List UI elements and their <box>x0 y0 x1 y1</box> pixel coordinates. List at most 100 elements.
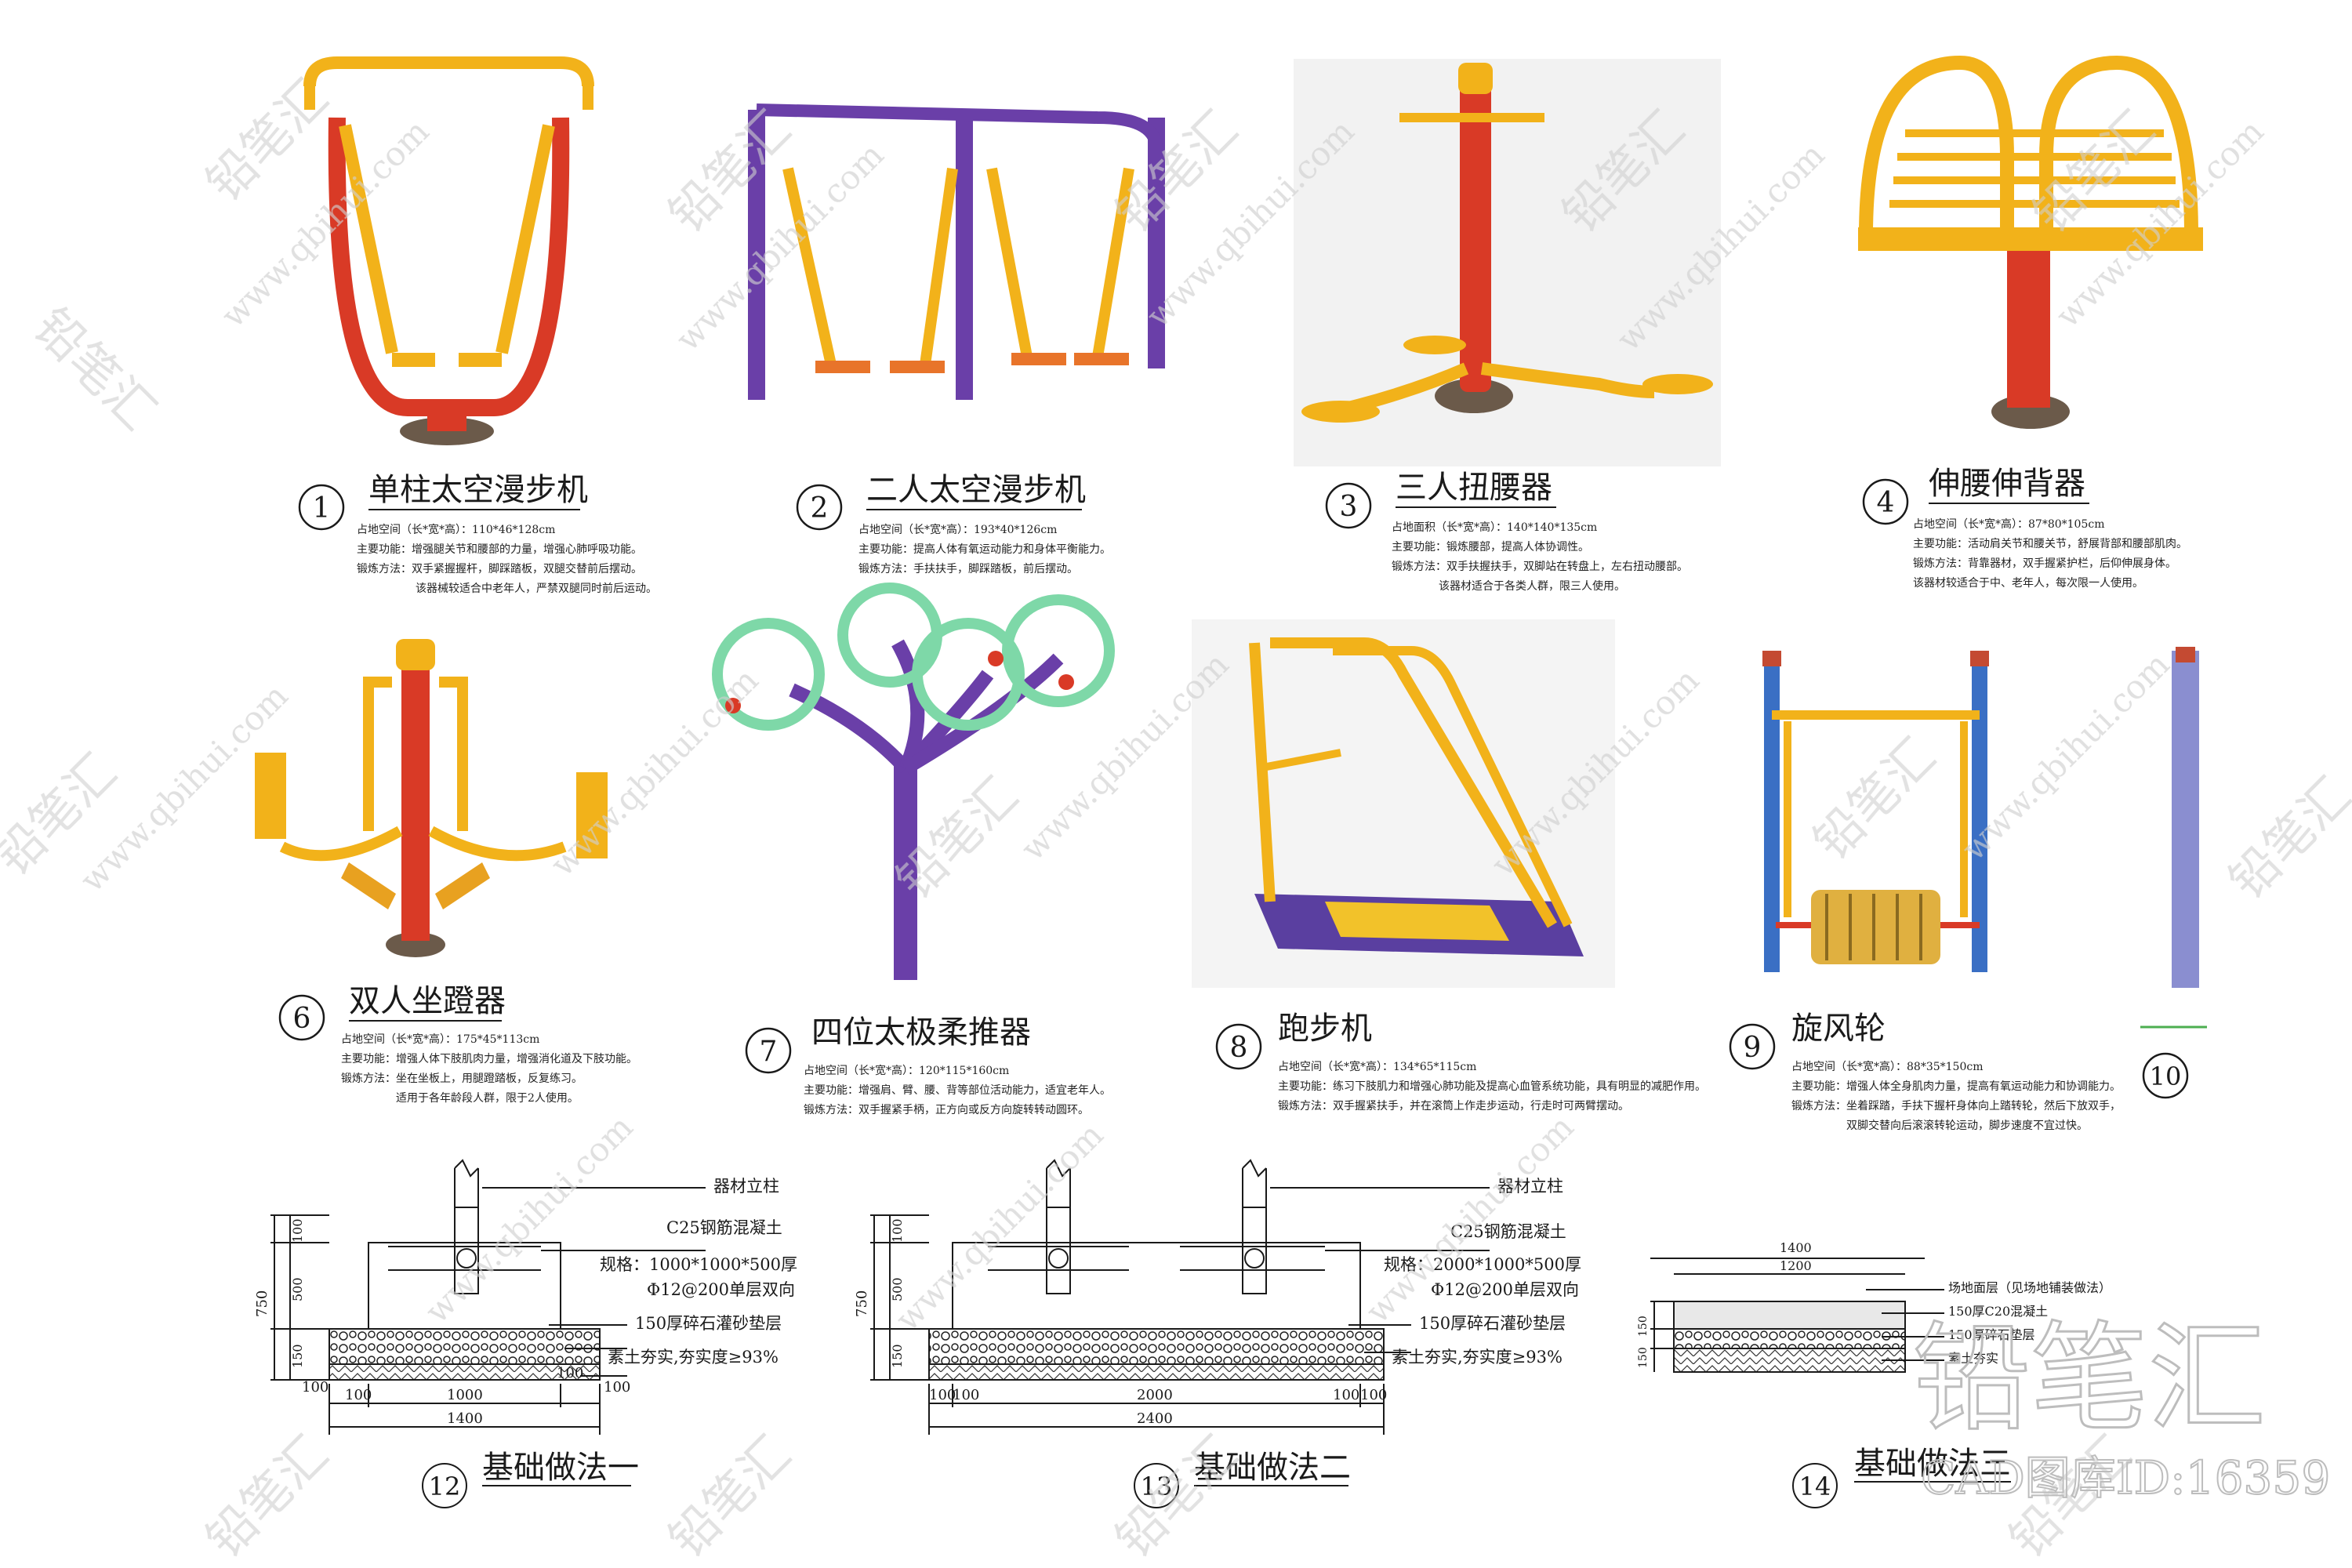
f1-dim-mid-height: 500 <box>290 1277 305 1301</box>
f2-dim-mid-width: 2000 <box>1137 1387 1173 1403</box>
caption-7-line-3: 锻炼方法：双手握紧手柄，正方向或反方向旋转转动圆环。 <box>804 1104 1089 1116</box>
f2-dim-mid-height: 500 <box>890 1277 905 1301</box>
f1-title: 基础做法一 <box>482 1450 639 1486</box>
caption-6-number: 6 <box>293 1003 311 1035</box>
f1-dim-side-far: 100 <box>604 1379 630 1396</box>
watermark-cad-id: CAD图库ID:16359 <box>1921 1451 2330 1504</box>
f1-label-gravel: 150厚碎石灌砂垫层 <box>635 1314 782 1333</box>
caption-9-line-2: 主要功能：增强人体全身肌肉力量，提高有氧运动能力和协调能力。 <box>1791 1080 2121 1093</box>
caption-4-title: 伸腰伸背器 <box>1929 466 2085 502</box>
f2-label-rebar: Φ12@200单层双向 <box>1431 1280 1579 1299</box>
f3-number: 14 <box>1799 1472 1831 1501</box>
f1-label-rebar: Φ12@200单层双向 <box>647 1280 795 1299</box>
caption-1: 1 单柱太空漫步机 占地空间（长*宽*高）：110*46*128cm 主要功能：… <box>298 472 657 595</box>
f3-dim-total-width: 1400 <box>1780 1240 1812 1255</box>
caption-6-line-3: 锻炼方法：坐在坐板上，用腿蹬踏板，反复练习。 <box>341 1072 583 1085</box>
caption-6-line-2: 主要功能：增强人体下肢肌肉力量，增强消化道及下肢功能。 <box>341 1053 637 1065</box>
watermark-corner: 铅笔汇 CAD图库ID:16359 <box>1912 1310 2332 1506</box>
f1-dim-total-width: 1400 <box>447 1410 483 1427</box>
f2-dim-side-inner: 100 <box>953 1387 979 1403</box>
watermark-url: www.qbihui.com <box>1483 661 1706 884</box>
f1-label-spec: 规格：1000*1000*500厚 <box>600 1255 797 1274</box>
caption-9: 9 旋风轮 占地空间（长*宽*高）：88*35*150cm 主要功能：增强人体全… <box>1729 1011 2121 1132</box>
caption-9-title: 旋风轮 <box>1791 1011 1886 1047</box>
caption-1-line-2: 主要功能：增强腿关节和腰部的力量，增强心肺呼吸功能。 <box>357 543 642 556</box>
f3-label-soil: 素土夯实 <box>1948 1351 1998 1366</box>
watermark-url: www.qbihui.com <box>887 1116 1110 1338</box>
f2-label-spec: 规格：2000*1000*500厚 <box>1384 1255 1581 1274</box>
watermark-url: www.qbihui.com <box>1013 645 1236 868</box>
equipment-3-illustration <box>1294 59 1721 466</box>
caption-2-line-2: 主要功能：提高人体有氧运动能力和身体平衡能力。 <box>858 543 1111 556</box>
caption-10: 10 <box>2142 1052 2189 1099</box>
foundation-3-section <box>1650 1258 1944 1373</box>
caption-1-line-4: 该器械较适合中老年人，严禁双腿同时前后运动。 <box>416 582 657 595</box>
watermark-brand: 铅笔汇 <box>885 766 1029 909</box>
f1-dim-total-height: 750 <box>254 1290 270 1317</box>
f3-title: 基础做法三 <box>1854 1446 2011 1482</box>
foundation-1-section <box>270 1159 706 1435</box>
equipment-8-illustration <box>1192 619 1615 988</box>
caption-8-line-3: 锻炼方法：双手握紧扶手，并在滚筒上作走步运动，行走时可两臂摆动。 <box>1278 1099 1629 1112</box>
caption-9-line-1: 占地空间（长*宽*高）：88*35*150cm <box>1791 1060 1983 1073</box>
caption-4: 4 伸腰伸背器 占地空间（长*宽*高）：87*80*105cm 主要功能：活动肩… <box>1862 466 2187 590</box>
f3-label-concrete: 150厚C20混凝土 <box>1948 1304 2048 1319</box>
f2-label-gravel: 150厚碎石灌砂垫层 <box>1419 1314 1566 1333</box>
caption-7-line-2: 主要功能：增强肩、臂、腰、背等部位活动能力，适宜老年人。 <box>804 1083 1111 1097</box>
watermark-brand: 铅笔汇 <box>658 1425 801 1568</box>
f2-dim-side-right: 100 <box>1333 1387 1359 1403</box>
f2-label-soil: 素土夯实,夯实度≥93% <box>1392 1348 1563 1367</box>
caption-6: 6 双人坐蹬器 占地空间（长*宽*高）：175*45*113cm 主要功能：增强… <box>278 983 637 1105</box>
foundation-2-caption: 13 基础做法二 <box>1134 1450 1351 1508</box>
caption-8-line-2: 主要功能：练习下肢肌力和增强心肺功能及提高心血管系统功能，具有明显的减肥作用。 <box>1278 1080 1706 1093</box>
caption-2: 2 二人太空漫步机 占地空间（长*宽*高）：193*40*126cm 主要功能：… <box>796 472 1111 575</box>
f2-label-concrete: C25钢筋混凝土 <box>1450 1222 1566 1241</box>
f2-dim-bottom-height: 150 <box>890 1344 905 1368</box>
f1-number: 12 <box>429 1472 461 1501</box>
caption-3-title: 三人扭腰器 <box>1396 470 1552 506</box>
caption-2-line-1: 占地空间（长*宽*高）：193*40*126cm <box>858 523 1057 536</box>
f3-dim-mid-width: 1200 <box>1780 1258 1812 1273</box>
caption-3: 3 三人扭腰器 占地面积（长*宽*高）：140*140*135cm 主要功能：锻… <box>1325 470 1688 593</box>
f2-dim-total-width: 2400 <box>1137 1410 1173 1427</box>
foundation-2-section <box>870 1159 1490 1435</box>
caption-4-line-3: 锻炼方法：背靠器材，双手握紧护栏，后仰伸展身体。 <box>1913 557 2176 570</box>
caption-6-line-4: 适用于各年龄段人群，限于2人使用。 <box>396 1091 579 1105</box>
f2-number: 13 <box>1141 1472 1173 1501</box>
caption-4-number: 4 <box>1877 487 1895 519</box>
caption-4-line-1: 占地空间（长*宽*高）：87*80*105cm <box>1913 517 2104 531</box>
f3-label-gravel: 150厚碎石垫层 <box>1948 1327 2035 1342</box>
caption-4-line-4: 该器材较适合于中、老年人，每次限一人使用。 <box>1913 576 2143 590</box>
f2-title: 基础做法二 <box>1194 1450 1351 1486</box>
f1-dim-side-left: 100 <box>302 1379 328 1396</box>
foundation-3-caption: 14 基础做法三 <box>1792 1446 2011 1508</box>
caption-8-line-1: 占地空间（长*宽*高）：134*65*115cm <box>1278 1060 1476 1073</box>
equipment-4-illustration <box>1858 55 2203 429</box>
caption-1-line-3: 锻炼方法：双手紧握握杆，脚踩踏板，双腿交替前后摆动。 <box>357 562 642 575</box>
caption-6-title: 双人坐蹬器 <box>349 983 506 1019</box>
foundation-3-labels: 1400 1200 150 150 场地面层（见场地铺装做法） 150厚C20混… <box>1637 1240 2111 1368</box>
caption-6-line-1: 占地空间（长*宽*高）：175*45*113cm <box>341 1033 539 1046</box>
caption-1-number: 1 <box>313 492 331 524</box>
caption-7-title: 四位太极柔推器 <box>811 1014 1031 1051</box>
f1-dim-top-height: 100 <box>290 1218 305 1243</box>
equipment-9-illustration <box>1762 651 1989 972</box>
caption-10-number: 10 <box>2150 1062 2182 1091</box>
caption-8: 8 跑步机 占地空间（长*宽*高）：134*65*115cm 主要功能：练习下肢… <box>1215 1011 1706 1112</box>
foundation-1-caption: 12 基础做法一 <box>422 1450 639 1508</box>
f2-dim-side-far: 100 <box>1360 1387 1387 1403</box>
f2-dim-side-left: 100 <box>929 1387 956 1403</box>
watermark-url: www.qbihui.com <box>1358 1108 1581 1330</box>
equipment-2-illustration <box>748 103 1165 400</box>
equipment-1-illustration <box>303 56 594 445</box>
caption-3-line-1: 占地面积（长*宽*高）：140*140*135cm <box>1392 521 1597 534</box>
f2-label-column: 器材立柱 <box>1497 1177 1563 1196</box>
watermark-url: www.qbihui.com <box>1954 645 2176 868</box>
caption-3-line-3: 锻炼方法：双手扶握扶手，双脚站在转盘上，左右扭动腰部。 <box>1392 560 1688 573</box>
caption-4-line-2: 主要功能：活动肩关节和腰关节，舒展背部和腰部肌肉。 <box>1913 538 2187 550</box>
watermark-brand: 铅笔汇 <box>1105 1425 1248 1568</box>
equipment-10-illustration <box>2140 647 2207 1029</box>
f1-label-column: 器材立柱 <box>713 1177 779 1196</box>
